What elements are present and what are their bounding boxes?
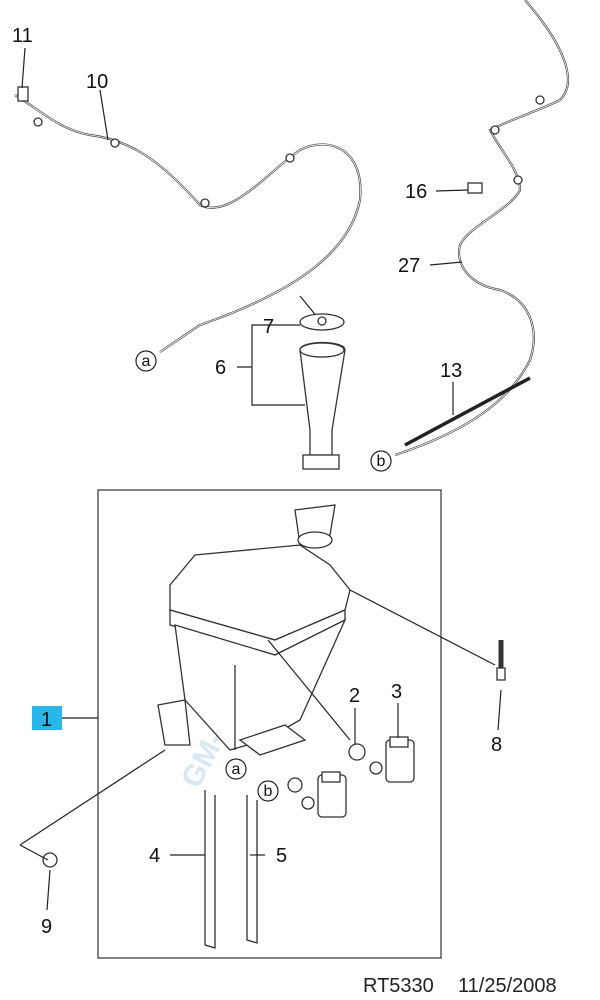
washer-hose-10	[14, 94, 362, 353]
leader-lines	[19, 47, 502, 911]
connector-b-bottom: b	[257, 780, 279, 802]
svg-text:a: a	[232, 761, 241, 778]
callout-3: 3	[391, 681, 402, 703]
connector-a-bottom: a	[225, 758, 247, 780]
nut-9	[42, 852, 58, 868]
callout-7: 7	[263, 316, 274, 338]
hose-13	[404, 376, 531, 447]
filler-neck-6	[299, 341, 346, 470]
diagram-date: 11/25/2008	[458, 975, 557, 997]
connector-a-top: a	[135, 350, 157, 372]
callout-1: 1	[41, 709, 52, 731]
grommet-lower	[287, 777, 303, 793]
svg-text:a: a	[142, 353, 151, 370]
callout-11: 11	[12, 25, 33, 47]
callout-5: 5	[276, 845, 287, 867]
hose-4	[204, 790, 216, 949]
callout-1-highlight	[32, 706, 62, 730]
clip-11	[17, 86, 29, 102]
callout-8: 8	[491, 734, 502, 756]
washer-pump-upper	[301, 771, 347, 818]
assembly-frame	[97, 489, 442, 959]
washer-reservoir	[157, 504, 351, 756]
hose-5	[246, 795, 258, 944]
callout-16: 16	[405, 181, 427, 203]
filler-cap-7	[299, 295, 345, 331]
clip-16	[467, 182, 483, 194]
svg-text:b: b	[264, 783, 273, 800]
callout-27: 27	[398, 255, 420, 277]
connector-b-top: b	[370, 450, 392, 472]
callout-10: 10	[86, 71, 108, 93]
bolt-8	[496, 640, 506, 681]
callout-13: 13	[440, 360, 462, 382]
callout-4: 4	[149, 845, 160, 867]
grommet-2	[348, 743, 366, 761]
diagram-code: RT5330	[363, 975, 434, 997]
callout-2: 2	[349, 685, 360, 707]
washer-hose-27	[394, 0, 569, 457]
callout-9: 9	[41, 916, 52, 938]
svg-text:b: b	[377, 453, 386, 470]
callout-6: 6	[215, 357, 226, 379]
washer-pump-3	[369, 736, 415, 783]
